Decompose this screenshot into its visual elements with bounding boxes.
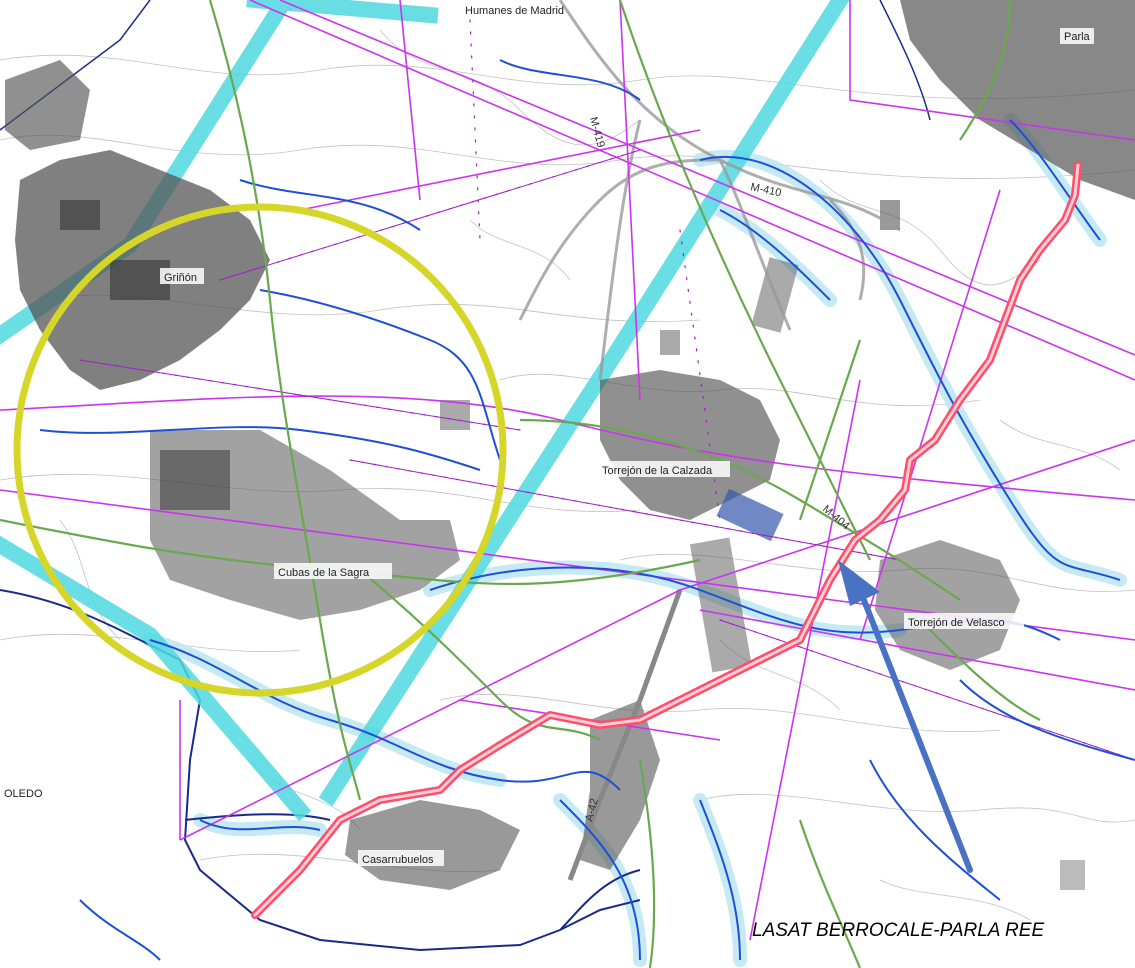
town-label-torrejon-velasco: Torrejón de Velasco <box>908 617 1005 629</box>
town-label-cubas: Cubas de la Sagra <box>278 567 370 579</box>
town-labels: Humanes de Madrid Parla Griñón Torrejón … <box>4 5 1094 866</box>
town-label-casarrubuelos: Casarrubuelos <box>362 854 434 866</box>
town-label-toledo: OLEDO <box>4 788 43 800</box>
annotation-arrow <box>838 560 973 873</box>
town-label-grinon: Griñón <box>164 272 197 284</box>
annotation-label: LASAT BERROCALE-PARLA REE <box>752 920 1044 941</box>
town-label-torrejon-calzada: Torrejón de la Calzada <box>602 465 713 477</box>
highlight-circle <box>13 203 507 697</box>
transmission-lines-solid <box>79 149 1135 761</box>
rivers <box>39 59 1135 961</box>
a42-highway <box>567 589 683 881</box>
town-label-parla: Parla <box>1064 31 1091 43</box>
municipal-border <box>0 589 641 952</box>
road-label-a42: A-42 <box>583 797 601 823</box>
route-lasat <box>251 161 1082 919</box>
town-label-humanes: Humanes de Madrid <box>465 5 564 17</box>
